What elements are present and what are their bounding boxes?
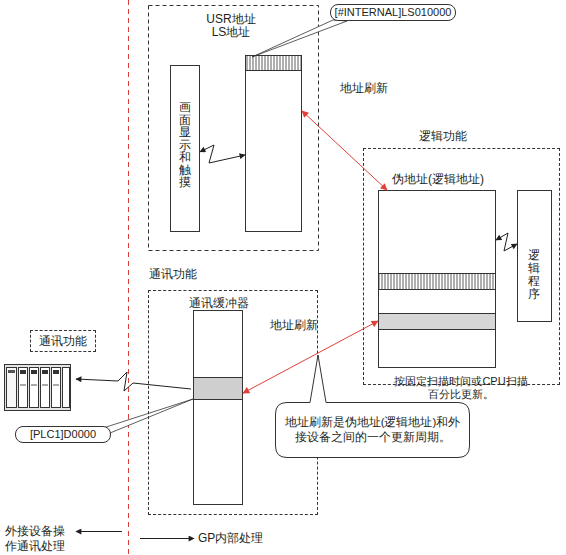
node-text: 地址刷新是伪地址(逻辑地址)和外接设备之间的一个更新周期。	[279, 415, 466, 445]
communication-function-box: 通讯功能	[30, 330, 96, 352]
connector	[302, 111, 387, 190]
leader-wedge	[100, 399, 193, 433]
edge-label: 地址刷新	[340, 81, 388, 95]
logic-function-group: 逻辑功能按固定扫描时间或CPU扫描百分比更新。伪地址(逻辑地址)逻辑程序	[363, 148, 560, 385]
callout-box: [#INTERNAL]LS010000	[330, 4, 456, 21]
node-text: 逻辑功能	[403, 129, 483, 143]
node-text: [#INTERNAL]LS010000	[331, 6, 455, 19]
plc-module	[41, 368, 50, 408]
plc-illustration	[5, 365, 71, 411]
plc-led	[42, 370, 48, 374]
plc-module	[30, 368, 39, 408]
node-text: 画面显示和触摸	[179, 101, 192, 189]
connector	[496, 233, 517, 251]
hatched-band	[379, 274, 496, 290]
direction-arrow	[140, 538, 194, 539]
plc-detail	[20, 385, 26, 386]
node-text: 通讯功能	[149, 267, 219, 281]
side-label: GP内部处理	[198, 531, 288, 546]
group-outline	[149, 6, 319, 251]
callout-box: [PLC1]D0000	[15, 426, 111, 443]
leader-wedge	[252, 20, 347, 57]
plc-module	[52, 368, 61, 408]
plc-detail	[31, 385, 37, 386]
pseudo-address-block: 伪地址(逻辑地址)	[378, 190, 496, 368]
communication-buffer: 通讯缓冲器	[193, 310, 243, 505]
communication-zigzag	[76, 372, 191, 391]
node-text: 通讯功能	[31, 334, 95, 348]
connector	[243, 321, 378, 393]
connector	[200, 145, 245, 163]
node-note: 按固定扫描时间或CPU扫描百分比更新。	[391, 375, 531, 401]
plc-led	[53, 370, 59, 374]
gray-band	[194, 378, 243, 400]
node-text: [PLC1]D0000	[16, 428, 110, 441]
node-text: 伪地址(逻辑地址)	[378, 172, 498, 186]
gray-band	[379, 314, 496, 330]
plc-module	[7, 368, 17, 408]
side-label: 外接设备操作通讯处理	[5, 524, 67, 554]
memory-block: USR地址 LS地址	[245, 55, 302, 232]
plc-module	[63, 368, 70, 408]
plc-led	[8, 370, 15, 373]
node-text: 通讯缓冲器	[171, 296, 267, 310]
divider-line	[128, 0, 129, 555]
plc-detail	[42, 385, 48, 386]
edge-label: 地址刷新	[270, 318, 318, 332]
hatched-band	[246, 56, 302, 71]
node-text: USR地址 LS地址	[201, 13, 261, 39]
plc-detail	[53, 385, 59, 386]
logic-program-box: 逻辑程序	[517, 190, 552, 322]
display-touch-box: 画面显示和触摸	[170, 65, 200, 232]
plc-module	[19, 368, 28, 408]
direction-arrow	[76, 531, 122, 532]
node-text: 逻辑程序	[528, 249, 541, 301]
plc-led	[20, 370, 26, 374]
note-bubble: 地址刷新是伪地址(逻辑地址)和外接设备之间的一个更新周期。	[275, 402, 470, 458]
bubble-shape	[276, 355, 470, 458]
bubble-outline	[275, 402, 470, 458]
plc-rack	[5, 365, 71, 411]
plc-led	[31, 370, 37, 374]
